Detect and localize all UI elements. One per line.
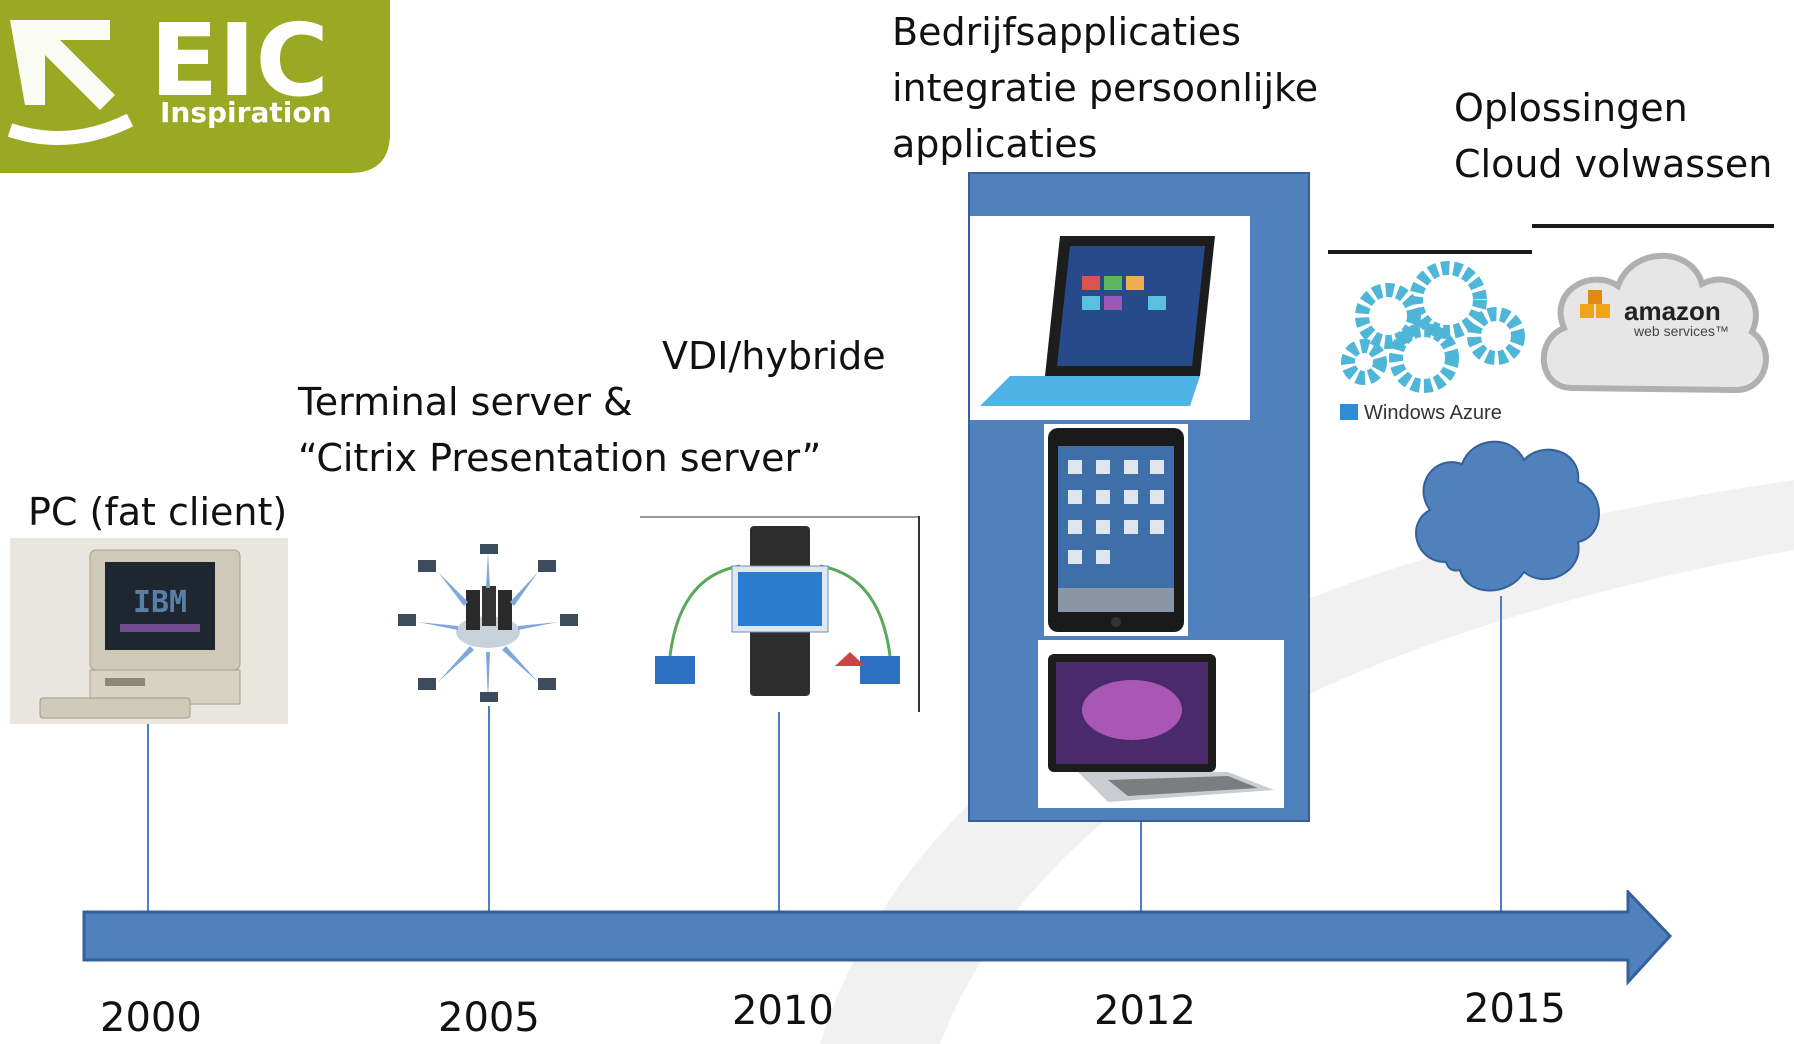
year-2015: 2015: [1464, 986, 1566, 1032]
label-cloud-line1: Oplossingen: [1454, 86, 1688, 130]
year-2012: 2012: [1094, 988, 1196, 1034]
label-bedrijf-line1: Bedrijfsapplicaties: [892, 10, 1241, 54]
stem-2000: [147, 724, 149, 914]
cloud-shape: [1415, 440, 1600, 592]
vdi-image: [640, 516, 920, 712]
ipad-image: [1044, 424, 1188, 636]
pc-image: IBM: [10, 538, 288, 724]
year-2005: 2005: [438, 995, 540, 1041]
azure-image: Windows Azure: [1328, 250, 1532, 434]
stem-2015: [1500, 596, 1502, 914]
logo-brand: EIC: [150, 2, 329, 119]
logo-tagline: Inspiration: [160, 96, 332, 129]
amazon-main-text: amazon: [1624, 296, 1721, 326]
stem-2012: [1140, 822, 1142, 914]
label-pc: PC (fat client): [28, 490, 288, 534]
eic-logo: EIC Inspiration: [0, 0, 390, 173]
timeline-arrow: [82, 890, 1673, 986]
stem-2010: [778, 712, 780, 914]
label-cloud-line2: Cloud volwassen: [1454, 142, 1773, 186]
terminal-server-image: [378, 542, 598, 706]
stem-2005: [488, 706, 490, 914]
amazon-sub-text: web services™: [1633, 323, 1729, 339]
label-bedrijf-line3: applicaties: [892, 122, 1098, 166]
label-terminal-line1: Terminal server &: [298, 380, 633, 424]
label-vdi: VDI/hybride: [662, 334, 886, 378]
amazon-image: amazon web services™: [1532, 224, 1774, 432]
azure-text: Windows Azure: [1364, 402, 1502, 424]
pc-screen-text: IBM: [133, 585, 187, 620]
year-2000: 2000: [100, 995, 202, 1041]
laptop-image: [1038, 640, 1284, 808]
tablet-image: [970, 216, 1250, 420]
year-2010: 2010: [732, 988, 834, 1034]
label-bedrijf-line2: integratie persoonlijke: [892, 66, 1319, 110]
label-terminal-line2: “Citrix Presentation server”: [298, 436, 822, 480]
background-swoosh: [820, 480, 1794, 1044]
